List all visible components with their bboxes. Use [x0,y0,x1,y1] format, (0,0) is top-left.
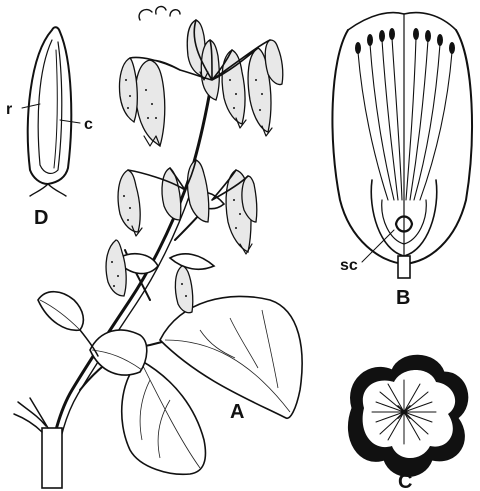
label-sc: sc [340,257,358,274]
panel-d-drawing [22,27,80,196]
label-c-section: c [84,116,93,133]
panel-b-drawing [332,13,472,278]
panel-c-drawing [348,355,467,476]
panel-c-label: C [398,471,412,491]
label-r: r [6,101,12,118]
panel-b-label: B [396,287,410,309]
panel-a-label: A [230,401,244,423]
panel-d-label: D [34,207,48,229]
